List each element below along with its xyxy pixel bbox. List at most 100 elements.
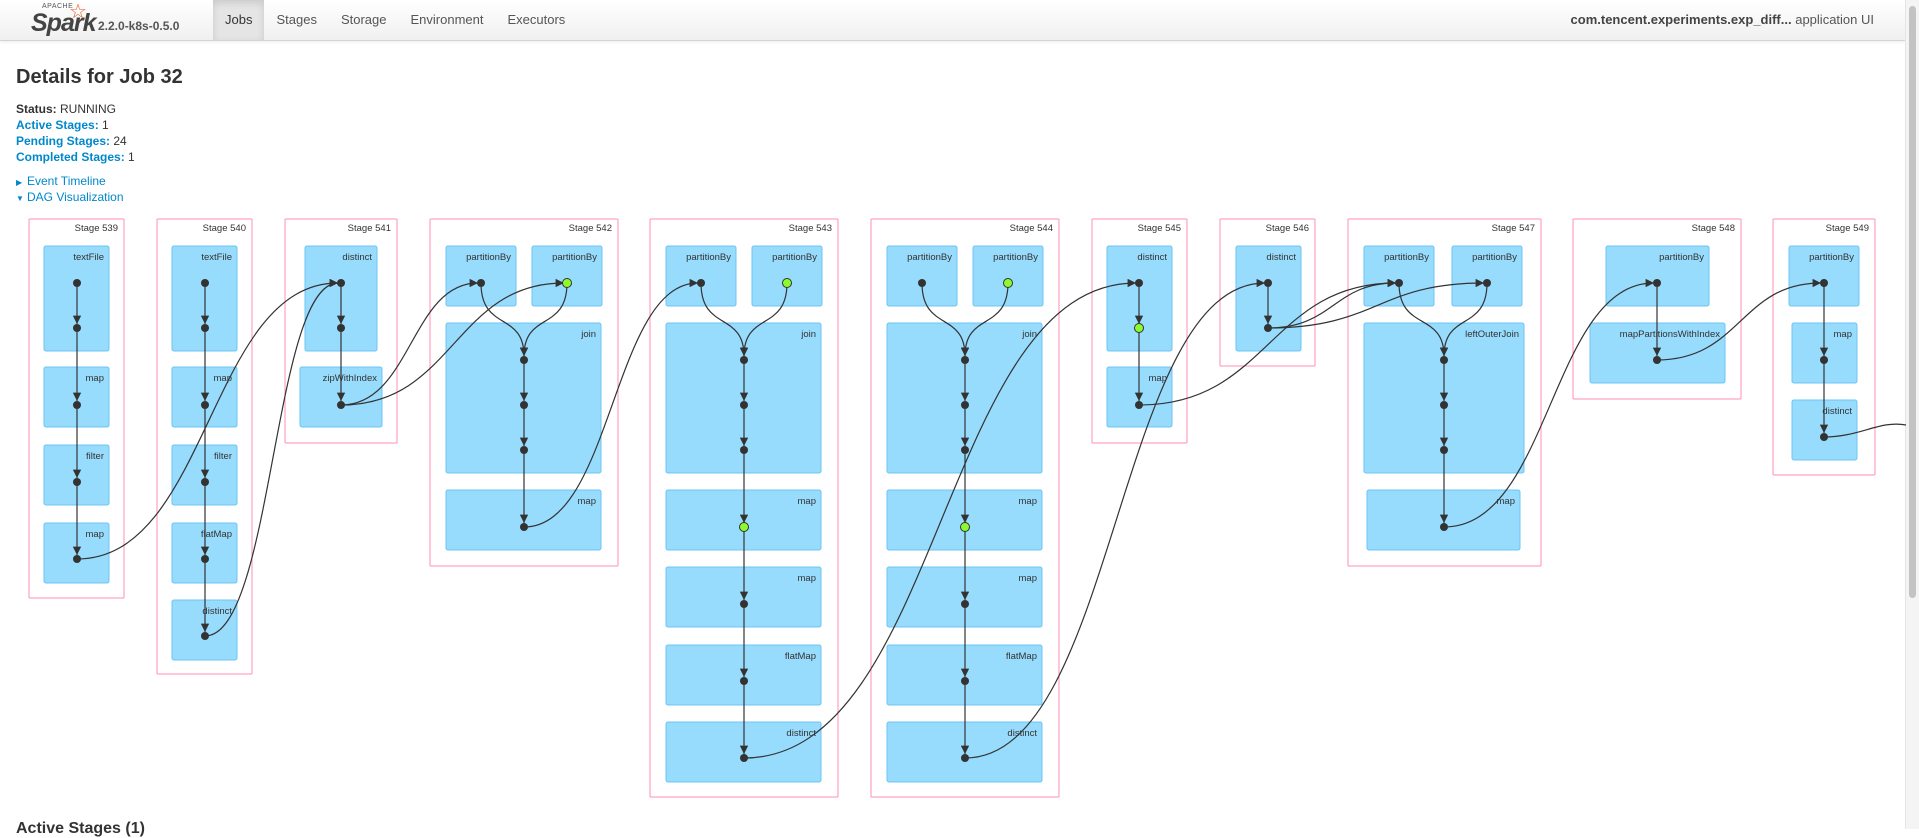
tab-storage[interactable]: Storage xyxy=(340,12,387,27)
stage-label-stage-549[interactable]: Stage 549 xyxy=(1826,223,1869,234)
rdd-node[interactable] xyxy=(961,600,969,608)
rdd-node[interactable] xyxy=(961,356,969,364)
rdd-node[interactable] xyxy=(201,279,209,287)
operation-stage-547-1[interactable] xyxy=(1451,245,1523,307)
rdd-node[interactable] xyxy=(961,401,969,409)
event-timeline-toggle[interactable]: ▶Event Timeline xyxy=(16,173,124,189)
completed-stages-link[interactable]: Completed Stages: xyxy=(16,150,125,164)
rdd-node[interactable] xyxy=(337,401,345,409)
stage-label-stage-544[interactable]: Stage 544 xyxy=(1010,223,1053,234)
rdd-node[interactable] xyxy=(73,401,81,409)
rdd-node[interactable] xyxy=(1653,279,1661,287)
rdd-node[interactable] xyxy=(740,600,748,608)
rdd-node[interactable] xyxy=(337,324,345,332)
rdd-node[interactable] xyxy=(520,523,528,531)
dag-edge-s544a-s544c xyxy=(921,282,970,357)
rdd-node[interactable] xyxy=(740,446,748,454)
rdd-node[interactable] xyxy=(1440,523,1448,531)
rdd-node[interactable] xyxy=(697,279,705,287)
operation-stage-544-0[interactable] xyxy=(886,245,958,307)
cached-rdd-node[interactable] xyxy=(1134,323,1144,333)
pending-stages-link[interactable]: Pending Stages: xyxy=(16,134,111,148)
stage-label-stage-548[interactable]: Stage 548 xyxy=(1692,223,1735,234)
rdd-node[interactable] xyxy=(73,279,81,287)
tab-executors[interactable]: Executors xyxy=(507,12,566,27)
rdd-node[interactable] xyxy=(73,478,81,486)
logo-spark-text: Spark xyxy=(31,9,96,37)
rdd-node[interactable] xyxy=(1135,401,1143,409)
tab-stages[interactable]: Stages xyxy=(276,12,317,27)
rdd-node[interactable] xyxy=(740,754,748,762)
operation-label-distinct: distinct xyxy=(1137,252,1167,263)
rdd-node[interactable] xyxy=(520,401,528,409)
rdd-node[interactable] xyxy=(1820,279,1828,287)
rdd-node[interactable] xyxy=(961,446,969,454)
rdd-node[interactable] xyxy=(520,446,528,454)
rdd-node[interactable] xyxy=(201,401,209,409)
rdd-node[interactable] xyxy=(961,754,969,762)
rdd-node[interactable] xyxy=(1135,279,1143,287)
active-stages-link[interactable]: Active Stages: xyxy=(16,118,99,132)
rdd-node[interactable] xyxy=(1264,324,1272,332)
application-ui-suffix: application UI xyxy=(1791,12,1874,27)
rdd-node[interactable] xyxy=(1395,279,1403,287)
rdd-node[interactable] xyxy=(201,478,209,486)
dag-edge-s546b-s547b xyxy=(1267,278,1485,329)
rdd-node[interactable] xyxy=(918,279,926,287)
operation-label-textfile: textFile xyxy=(201,252,232,263)
rdd-node[interactable] xyxy=(1440,401,1448,409)
stage-label-stage-543[interactable]: Stage 543 xyxy=(789,223,832,234)
rdd-node[interactable] xyxy=(73,555,81,563)
rdd-node[interactable] xyxy=(201,632,209,640)
scrollbar-thumb[interactable] xyxy=(1909,6,1916,598)
cached-rdd-node[interactable] xyxy=(562,278,572,288)
tab-jobs[interactable]: Jobs xyxy=(213,0,265,40)
stage-label-stage-546[interactable]: Stage 546 xyxy=(1266,223,1309,234)
operation-stage-543-1[interactable] xyxy=(751,245,823,307)
rdd-node[interactable] xyxy=(73,324,81,332)
rdd-node[interactable] xyxy=(740,677,748,685)
dag-edge-s546b-s547a xyxy=(1267,278,1397,329)
cached-rdd-node[interactable] xyxy=(782,278,792,288)
stage-label-stage-547[interactable]: Stage 547 xyxy=(1492,223,1535,234)
rdd-node[interactable] xyxy=(1483,279,1491,287)
dag-visualization-toggle[interactable]: ▼DAG Visualization xyxy=(16,189,124,205)
rdd-node[interactable] xyxy=(1440,446,1448,454)
cached-rdd-node[interactable] xyxy=(1003,278,1013,288)
rdd-node[interactable] xyxy=(1653,356,1661,364)
rdd-node[interactable] xyxy=(201,555,209,563)
dag-edge-s543b-s543c xyxy=(739,282,788,357)
operation-label-distinct: distinct xyxy=(786,728,816,739)
cached-rdd-node[interactable] xyxy=(739,522,749,532)
rdd-node[interactable] xyxy=(1264,279,1272,287)
rdd-node[interactable] xyxy=(1820,433,1828,441)
rdd-node[interactable] xyxy=(337,279,345,287)
active-stages-row: Active Stages: 1 xyxy=(16,117,135,133)
rdd-node[interactable] xyxy=(477,279,485,287)
operation-stage-544-1[interactable] xyxy=(972,245,1044,307)
operation-label-map: map xyxy=(578,496,596,507)
stage-label-stage-541[interactable]: Stage 541 xyxy=(348,223,391,234)
stage-label-stage-540[interactable]: Stage 540 xyxy=(203,223,246,234)
dag-edge-s543a-s543c xyxy=(700,282,749,357)
rdd-node[interactable] xyxy=(740,401,748,409)
rdd-node[interactable] xyxy=(1440,356,1448,364)
tab-environment[interactable]: Environment xyxy=(410,12,484,27)
rdd-node[interactable] xyxy=(520,356,528,364)
stage-label-stage-542[interactable]: Stage 542 xyxy=(569,223,612,234)
operation-label-map: map xyxy=(1019,573,1037,584)
operation-stage-542-0[interactable] xyxy=(445,245,517,307)
cached-rdd-node[interactable] xyxy=(960,522,970,532)
rdd-node[interactable] xyxy=(961,677,969,685)
vertical-scrollbar[interactable] xyxy=(1905,0,1919,829)
stage-label-stage-545[interactable]: Stage 545 xyxy=(1138,223,1181,234)
application-title: com.tencent.experiments.exp_diff... appl… xyxy=(1571,0,1874,40)
stage-label-stage-539[interactable]: Stage 539 xyxy=(75,223,118,234)
status-row: Status: RUNNING xyxy=(16,101,135,117)
rdd-node[interactable] xyxy=(740,356,748,364)
operation-stage-542-1[interactable] xyxy=(531,245,603,307)
operation-stage-543-0[interactable] xyxy=(665,245,737,307)
rdd-node[interactable] xyxy=(201,324,209,332)
rdd-node[interactable] xyxy=(1820,356,1828,364)
